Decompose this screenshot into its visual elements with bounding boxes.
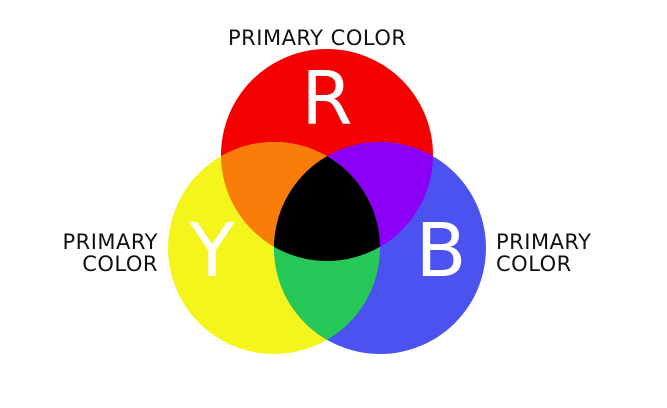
label-left-line1: PRIMARY bbox=[62, 230, 158, 254]
label-right-primary-color: PRIMARY COLOR bbox=[496, 231, 626, 275]
letter-y: Y bbox=[188, 208, 235, 294]
letter-r: R bbox=[301, 56, 352, 142]
label-left-line2: COLOR bbox=[82, 252, 158, 276]
center-overlap bbox=[274, 142, 380, 261]
label-right-line1: PRIMARY bbox=[496, 230, 592, 254]
letter-b: B bbox=[416, 208, 467, 294]
label-right-line2: COLOR bbox=[496, 252, 572, 276]
label-top-primary-color: PRIMARY COLOR bbox=[228, 26, 407, 50]
label-left-primary-color: PRIMARY COLOR bbox=[40, 231, 158, 275]
